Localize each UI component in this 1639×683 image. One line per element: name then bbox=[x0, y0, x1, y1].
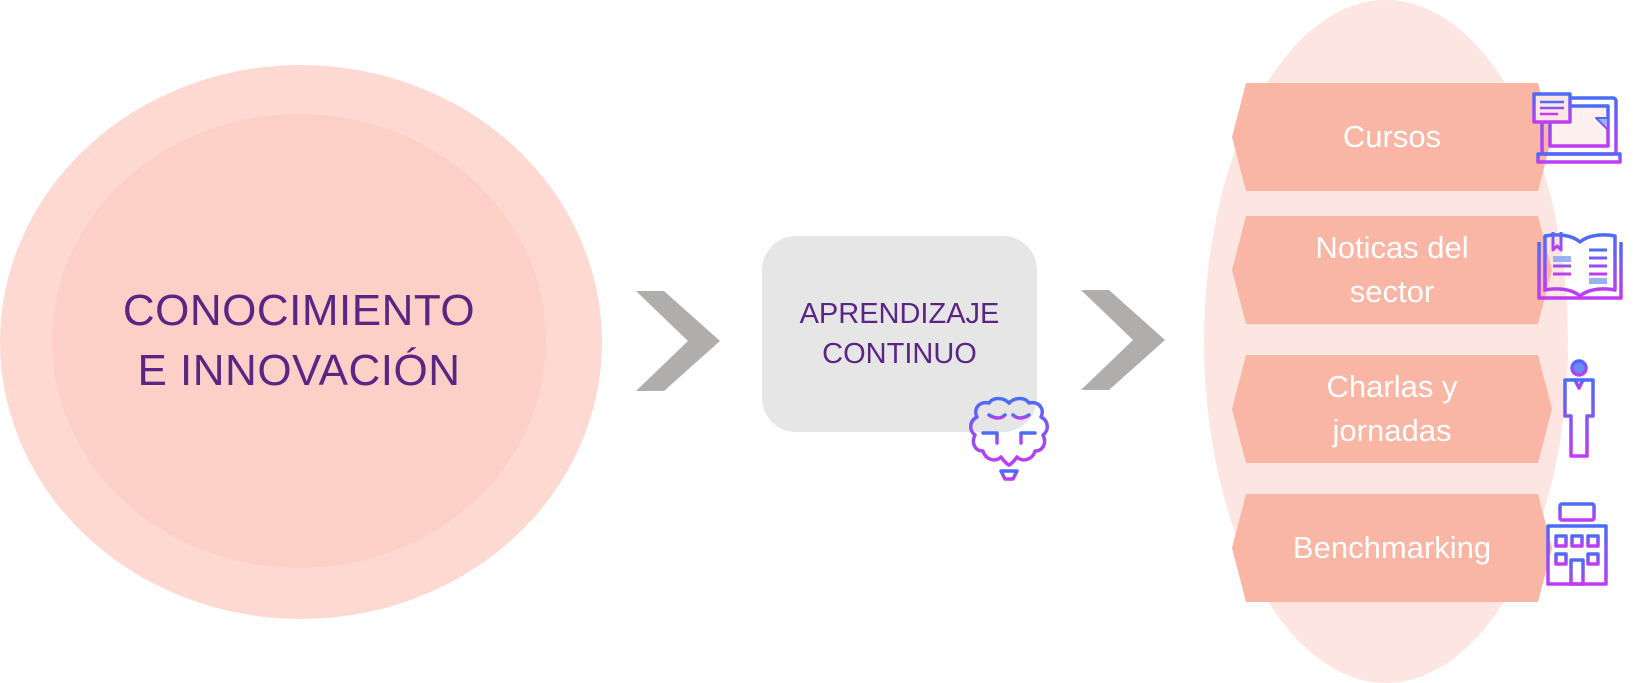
item-label-line2: jornadas bbox=[1332, 413, 1452, 448]
item-label-line1: Charlas y bbox=[1326, 369, 1458, 404]
chevron-right-icon bbox=[1081, 290, 1165, 390]
item-benchmarking: Benchmarking bbox=[1232, 494, 1552, 602]
open-book-icon bbox=[1537, 232, 1623, 300]
box-line2: CONTINUO bbox=[822, 338, 977, 370]
main-title-line2: E INNOVACIÓN bbox=[137, 346, 461, 395]
building-icon bbox=[1544, 502, 1610, 586]
item-charlas: Charlas y jornadas bbox=[1232, 355, 1552, 463]
brain-icon bbox=[969, 396, 1049, 481]
item-label: Cursos bbox=[1342, 119, 1442, 154]
box-line1: APRENDIZAJE bbox=[799, 298, 1000, 330]
laptop-icon bbox=[1532, 92, 1622, 164]
inner-circle: CONOCIMIENTO E INNOVACIÓN bbox=[52, 114, 546, 568]
item-label-line2: sector bbox=[1349, 274, 1435, 309]
item-cursos: Cursos bbox=[1232, 83, 1552, 191]
chevron-right-icon bbox=[636, 291, 720, 391]
item-label-line1: Noticas del bbox=[1315, 230, 1469, 265]
item-label: Benchmarking bbox=[1292, 530, 1492, 565]
person-icon bbox=[1563, 359, 1595, 458]
item-noticias: Noticas del sector bbox=[1232, 216, 1552, 324]
main-title-line1: CONOCIMIENTO bbox=[122, 286, 476, 335]
